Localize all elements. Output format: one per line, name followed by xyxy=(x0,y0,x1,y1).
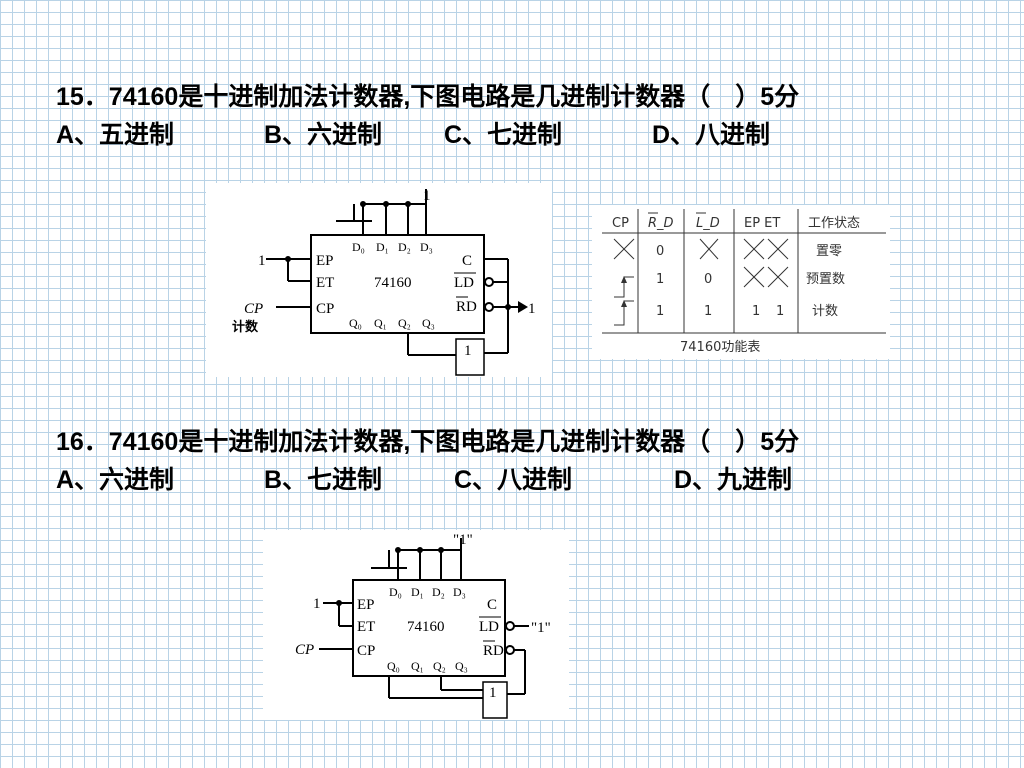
table-header-ld: L_D xyxy=(696,216,720,231)
q16-pin-q3: Q₃ xyxy=(455,659,468,673)
question-16: 16．74160是十进制加法计数器,下图电路是几进制计数器（ ）5分 A、六进制… xyxy=(56,423,799,499)
q15-pin-c: C xyxy=(462,253,472,269)
q16-pin-d3: D₃ xyxy=(453,585,466,599)
question-15-options: A、五进制 B、六进制 C、七进制 D、八进制 xyxy=(56,116,799,154)
q15-pin-d2: D₂ xyxy=(398,240,411,254)
q15-circuit-svg: 1 1 1 CP 计数 D₀ D₁ D₂ D₃ EP ET CP 74160 C… xyxy=(232,188,536,376)
q16-chip-name: 74160 xyxy=(407,619,445,635)
q15-pin-d1: D₁ xyxy=(376,240,389,254)
question-16-options: A、六进制 B、七进制 C、八进制 D、九进制 xyxy=(56,461,799,499)
table-row1-state: 置零 xyxy=(816,244,842,259)
q15-count-label: 计数 xyxy=(232,319,259,335)
q16-pin-et: ET xyxy=(357,619,375,635)
q15-pin-ld: LD xyxy=(454,275,474,291)
q15-chip-name: 74160 xyxy=(374,275,412,291)
q16-option-b[interactable]: B、七进制 xyxy=(264,466,383,494)
q16-pin-cp: CP xyxy=(357,643,375,659)
q16-pin-rd: RD xyxy=(483,643,504,659)
table-header-rd: R_D xyxy=(648,216,674,231)
q16-pin-q0: Q₀ xyxy=(387,659,400,673)
table-row3-ld: 1 xyxy=(704,304,712,319)
table-row3-state: 计数 xyxy=(812,304,838,319)
q15-top-input: 1 xyxy=(423,188,431,204)
q15-table-svg: CP R_D L_D EP ET 工作状态 0 置零 1 0 预置数 1 1 1… xyxy=(602,209,886,355)
q15-circuit-diagram: 1 1 1 CP 计数 D₀ D₁ D₂ D₃ EP ET CP 74160 C… xyxy=(206,183,552,377)
q15-pin-cp: CP xyxy=(316,301,334,317)
q16-pin-d1: D₁ xyxy=(411,585,424,599)
table-row2-ld: 0 xyxy=(704,272,712,287)
q16-circuit-svg: "1" 1 "1" CP D₀ D₁ D₂ D₃ EP ET CP 74160 … xyxy=(295,532,551,719)
q15-pin-d3: D₃ xyxy=(420,240,433,254)
q15-option-c[interactable]: C、七进制 xyxy=(444,121,563,149)
table-row3-et: 1 xyxy=(776,304,784,319)
table-header-cp: CP xyxy=(612,216,629,231)
q15-gate-label: 1 xyxy=(464,343,472,359)
q16-top-input: "1" xyxy=(453,532,473,548)
q15-pin-q3: Q₃ xyxy=(422,316,435,330)
q15-pin-q0: Q₀ xyxy=(349,316,362,330)
q16-right-input: "1" xyxy=(531,620,551,636)
q15-right-input: 1 xyxy=(528,301,536,317)
q15-option-b[interactable]: B、六进制 xyxy=(264,121,383,149)
q16-gate-label: 1 xyxy=(489,685,497,701)
q15-pin-d0: D₀ xyxy=(352,240,365,254)
q15-pin-q1: Q₁ xyxy=(374,316,387,330)
q16-pin-c: C xyxy=(487,597,497,613)
q16-left-input: 1 xyxy=(313,596,321,612)
question-15-stem: 15．74160是十进制加法计数器,下图电路是几进制计数器（ ）5分 xyxy=(56,83,800,111)
q15-function-table: CP R_D L_D EP ET 工作状态 0 置零 1 0 预置数 1 1 1… xyxy=(592,205,890,359)
q15-left-input: 1 xyxy=(258,253,266,269)
q16-option-a[interactable]: A、六进制 xyxy=(56,466,175,494)
table-row2-state: 预置数 xyxy=(806,272,845,287)
q16-circuit-diagram: "1" 1 "1" CP D₀ D₁ D₂ D₃ EP ET CP 74160 … xyxy=(263,530,569,720)
q15-pin-ep: EP xyxy=(316,253,334,269)
question-16-stem: 16．74160是十进制加法计数器,下图电路是几进制计数器（ ）5分 xyxy=(56,428,800,456)
question-15: 15．74160是十进制加法计数器,下图电路是几进制计数器（ ）5分 A、五进制… xyxy=(56,78,799,154)
table-caption: 74160功能表 xyxy=(680,340,760,355)
q16-pin-ep: EP xyxy=(357,597,375,613)
q16-cp-label: CP xyxy=(295,642,314,658)
table-header-state: 工作状态 xyxy=(808,216,860,231)
q16-option-d[interactable]: D、九进制 xyxy=(674,466,793,494)
q15-option-d[interactable]: D、八进制 xyxy=(652,121,771,149)
q15-option-a[interactable]: A、五进制 xyxy=(56,121,175,149)
q15-pin-q2: Q₂ xyxy=(398,316,411,330)
table-header-ep-et: EP ET xyxy=(744,216,780,231)
q15-pin-et: ET xyxy=(316,275,334,291)
q16-pin-q2: Q₂ xyxy=(433,659,446,673)
table-row2-rd: 1 xyxy=(656,272,664,287)
q15-pin-rd: RD xyxy=(456,299,477,315)
table-row3-ep: 1 xyxy=(752,304,760,319)
q16-pin-q1: Q₁ xyxy=(411,659,424,673)
q16-pin-d2: D₂ xyxy=(432,585,445,599)
q16-pin-ld: LD xyxy=(479,619,499,635)
q16-option-c[interactable]: C、八进制 xyxy=(454,466,573,494)
table-row3-rd: 1 xyxy=(656,304,664,319)
q16-pin-d0: D₀ xyxy=(389,585,402,599)
table-row1-rd: 0 xyxy=(656,244,664,259)
q15-cp-label: CP xyxy=(244,301,263,317)
